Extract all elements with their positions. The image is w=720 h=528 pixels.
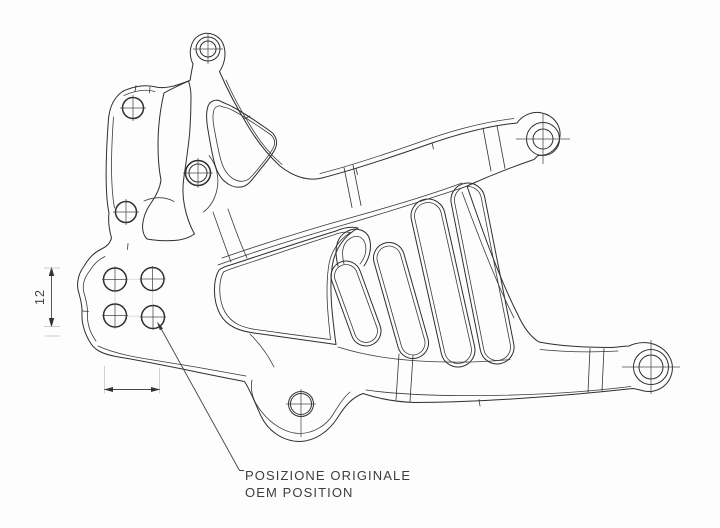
lightening-slot-4 xyxy=(450,182,515,365)
triangular-cutout xyxy=(206,99,278,188)
lightening-slot-2 xyxy=(372,242,430,359)
lightening-slot-3 xyxy=(410,198,476,368)
leader-callout: POSIZIONE ORIGINALE OEM POSITION xyxy=(157,321,411,500)
footpeg-mount-holes xyxy=(102,266,166,330)
lightening-slot-4-inner xyxy=(454,186,511,361)
triangular-cutout-inner-edge xyxy=(212,105,275,182)
dimension-arrow-down xyxy=(48,318,55,328)
lightening-slot-2-inner xyxy=(376,245,426,356)
interior-edges xyxy=(82,79,632,434)
leader-line xyxy=(158,323,244,471)
outer-contour xyxy=(77,32,673,442)
vertical-dimension-12: 12 xyxy=(33,266,60,337)
lightening-slot-1-inner xyxy=(334,264,378,343)
dimension-value-12: 12 xyxy=(33,289,47,305)
bracket-head-gap-cutout xyxy=(142,80,195,242)
dimension-arrow-right xyxy=(151,387,160,392)
part-outline xyxy=(77,32,673,442)
center-window-inner-edge xyxy=(219,231,351,340)
holes xyxy=(102,36,669,417)
horizontal-dimension xyxy=(104,366,160,394)
leader-arrowhead xyxy=(157,321,163,331)
dimension-arrow-up xyxy=(48,266,55,276)
hook-notch xyxy=(335,228,371,267)
dimension-arrow-left xyxy=(104,387,113,392)
note-text-line1: POSIZIONE ORIGINALE xyxy=(245,468,411,483)
edge-ticks xyxy=(82,85,605,407)
lightening-slots xyxy=(330,182,515,368)
center-marks xyxy=(102,34,680,437)
lightening-slot-3-inner xyxy=(414,202,472,364)
extension-tick xyxy=(44,267,60,337)
note-text-line2: OEM POSITION xyxy=(245,485,354,500)
center-window-cutout xyxy=(213,226,359,345)
lightening-slot-1 xyxy=(330,260,382,347)
hook-notch-inner-edge xyxy=(342,236,367,265)
